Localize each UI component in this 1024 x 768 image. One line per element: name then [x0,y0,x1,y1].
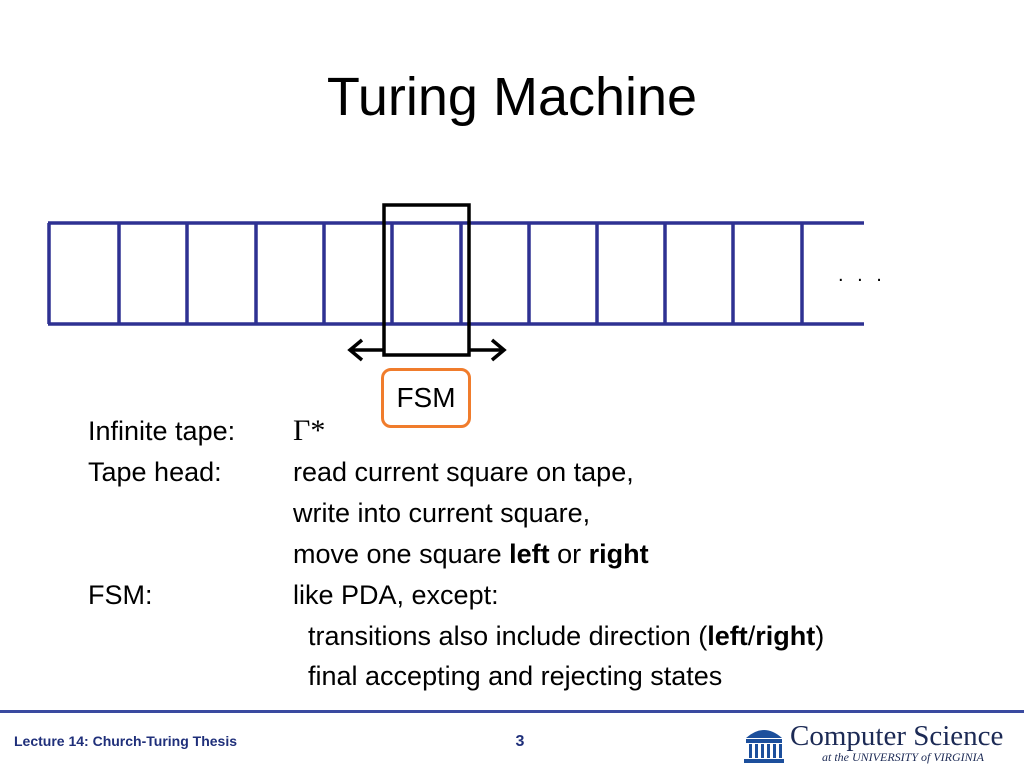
bold-right: right [755,621,816,651]
row-label: Tape head: [88,457,222,487]
rotunda-icon [744,730,784,763]
tape-ellipsis: . . . [838,264,886,286]
logo-name: Computer Science [790,720,1004,752]
row-value: like PDA, except: [293,580,499,610]
fsm-label: FSM [396,382,456,413]
row-value: move one square left or right [293,537,649,571]
footer-lecture: Lecture 14: Church-Turing Thesis [14,733,237,749]
text-part: transitions also include direction ( [308,621,708,651]
row-value: write into current square, [293,498,591,528]
bold-left: left [707,621,748,651]
row-value: final accepting and rejecting states [308,661,723,691]
text-part: or [549,539,589,569]
row-label: FSM: [88,580,153,610]
row-label: Infinite tape: [88,416,236,446]
slide-title: Turing Machine [326,67,698,127]
move-right-arrow-icon [469,338,507,362]
bold-left: left [509,539,550,569]
footer-rule [0,710,1024,713]
bold-right: right [588,539,649,569]
row-value: read current square on tape, [293,457,634,487]
text-part: / [747,621,756,651]
move-left-arrow-icon [347,338,384,362]
text-part: move one square [293,539,510,569]
tape-head [382,203,471,357]
row-value: Γ* [293,414,326,447]
department-logo: Computer Science at the UNIVERSITY of VI… [742,720,1012,764]
page-number: 3 [515,733,525,750]
row-value: transitions also include direction (left… [308,619,824,653]
logo-subtitle: at the UNIVERSITY of VIRGINIA [822,750,984,764]
tape [47,221,864,326]
fsm-box: FSM [381,368,471,428]
text-part: ) [815,621,825,651]
